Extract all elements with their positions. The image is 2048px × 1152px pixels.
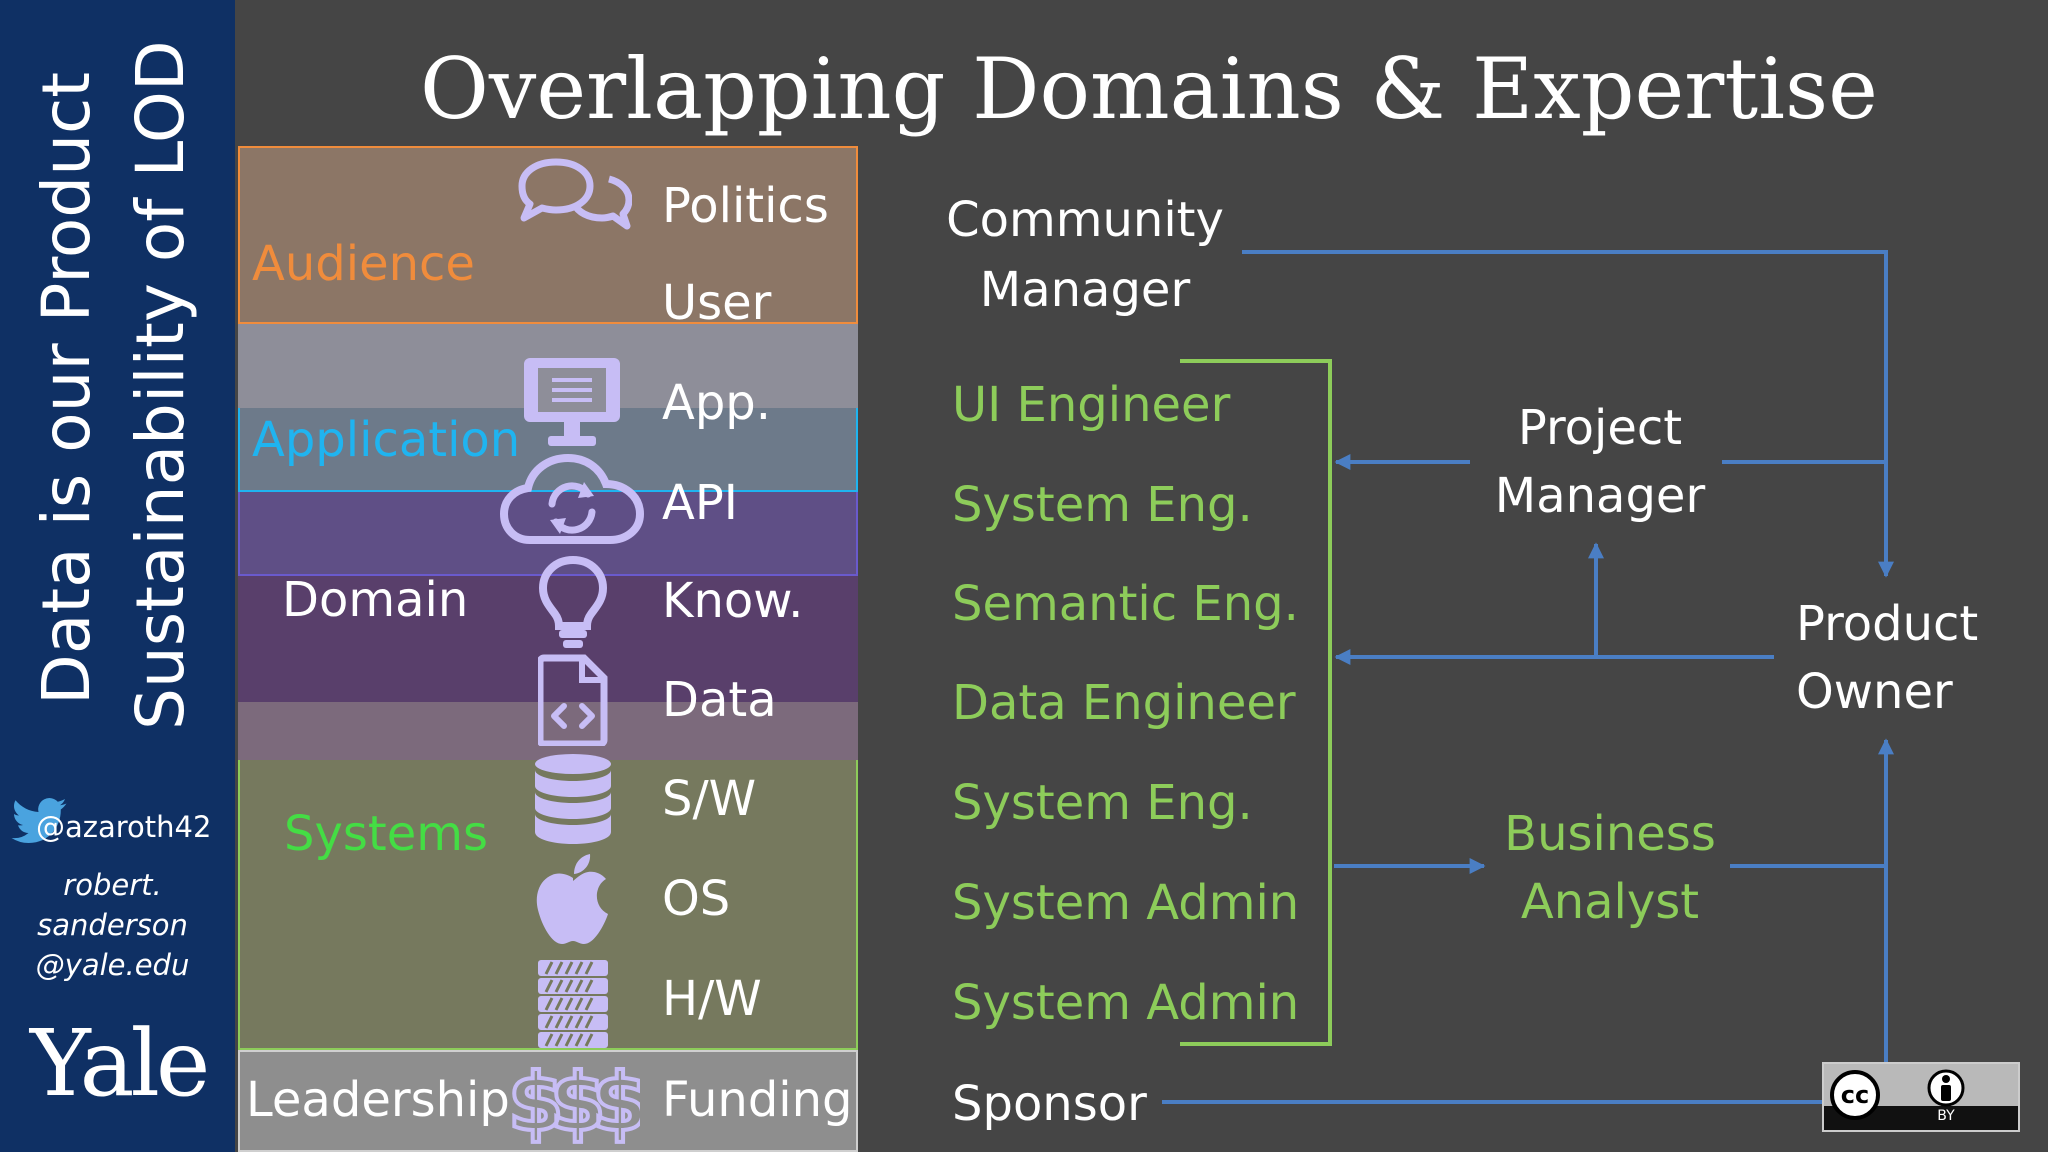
twitter-bird-icon <box>11 798 67 844</box>
apple-icon <box>536 854 608 944</box>
email-line-3: @yale.edu <box>35 948 190 982</box>
role-semantic-eng: Semantic Eng. <box>952 576 1299 632</box>
yale-logo: Yale <box>30 1010 210 1117</box>
role-community-manager-line2: Manager <box>979 262 1191 318</box>
item-funding: Funding <box>662 1072 853 1128</box>
item-data: Data <box>662 672 777 728</box>
attribution-person-icon <box>1927 1069 1965 1107</box>
item-app: App. <box>662 375 772 431</box>
audience-band <box>238 146 858 324</box>
role-sponsor: Sponsor <box>952 1076 1147 1132</box>
item-know: Know. <box>662 573 804 629</box>
role-product-owner-line1: Product <box>1796 596 1979 652</box>
engineers-bracket <box>1180 359 1332 1046</box>
role-data-engineer: Data Engineer <box>952 675 1296 731</box>
item-politics: Politics <box>662 178 829 234</box>
layer-label-application: Application <box>252 412 521 468</box>
code-file-icon <box>538 654 608 746</box>
cc-text: cc <box>1840 1081 1870 1109</box>
role-system-admin-2: System Admin <box>952 975 1300 1031</box>
lightbulb-icon <box>538 555 608 648</box>
sponsor-to-owner-arrow <box>1162 738 1894 1104</box>
sidebar: Data is our Product Sustainability of LO… <box>0 0 235 1152</box>
layer-label-leadership: Leadership <box>246 1072 510 1128</box>
speech-bubbles-icon <box>518 158 632 230</box>
item-sw: S/W <box>662 771 757 827</box>
role-system-eng-2: System Eng. <box>952 775 1253 831</box>
item-os: OS <box>662 871 731 927</box>
cc-icon: cc <box>1830 1070 1880 1120</box>
layer-label-domain: Domain <box>282 572 469 628</box>
role-product-owner-line2: Owner <box>1796 664 1953 720</box>
svg-text:$: $ <box>550 1058 606 1144</box>
role-community-manager-line1: Community <box>946 192 1224 248</box>
slide-title: Overlapping Domains & Expertise <box>420 40 1878 138</box>
email-line-2: sanderson <box>37 908 188 942</box>
role-ui-engineer: UI Engineer <box>952 377 1231 433</box>
layer-label-audience: Audience <box>252 236 475 292</box>
role-system-eng-1: System Eng. <box>952 477 1253 533</box>
database-icon <box>535 754 611 844</box>
leadership-band <box>238 1050 858 1152</box>
dollar-signs-icon: $$$ <box>508 1058 640 1144</box>
role-business-analyst-line2: Analyst <box>1520 874 1700 930</box>
role-project-manager-line1: Project <box>1517 400 1683 456</box>
email-line-1: robert. <box>63 868 162 902</box>
cloud-sync-icon <box>500 454 644 544</box>
by-label: BY <box>1937 1108 1955 1124</box>
svg-text:$: $ <box>592 1058 640 1144</box>
monitor-icon <box>524 358 620 446</box>
community-to-owner-line <box>1242 250 1894 578</box>
item-api: API <box>662 475 738 531</box>
role-business-analyst-line1: Business <box>1504 806 1716 862</box>
role-system-admin-1: System Admin <box>952 875 1300 931</box>
cc-by-license-badge: cc BY <box>1822 1062 2020 1132</box>
server-rack-icon <box>538 960 608 1048</box>
domain-systems-overlap <box>238 702 858 760</box>
role-project-manager-line2: Manager <box>1494 468 1706 524</box>
layer-label-systems: Systems <box>284 806 488 862</box>
item-user: User <box>662 275 772 331</box>
twitter-handle: @azaroth42 <box>36 810 212 844</box>
svg-text:$: $ <box>508 1058 564 1144</box>
item-hw: H/W <box>662 971 762 1027</box>
